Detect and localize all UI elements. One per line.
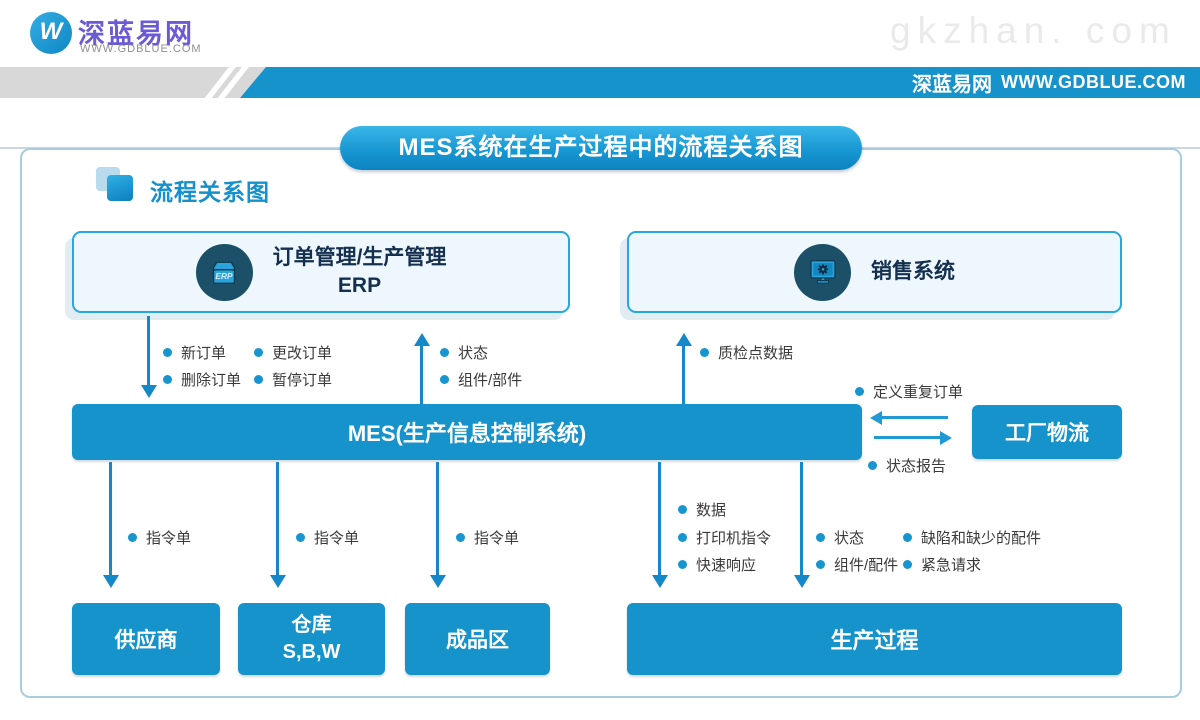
edge-label-text: 数据 xyxy=(696,502,727,519)
edge-label-text: 删除订单 xyxy=(181,372,242,389)
edge-label: 快速响应 xyxy=(678,554,756,575)
edge-label: 组件/配件 xyxy=(816,554,898,575)
gdblue-logo-icon: W xyxy=(30,12,72,54)
bullet-icon xyxy=(678,560,687,569)
edge-label: 紧急请求 xyxy=(903,554,981,575)
edge-label-text: 定义重复订单 xyxy=(873,384,964,401)
bullet-icon xyxy=(700,348,709,357)
arrow-mes-to-supplier xyxy=(109,462,112,575)
erp-canister-icon: ERP xyxy=(195,243,253,301)
bullet-icon xyxy=(456,533,465,542)
edge-label: 暂停订单 xyxy=(254,369,332,390)
edge-label-text: 指令单 xyxy=(314,530,360,547)
arrow-mes-to-production-data xyxy=(658,462,661,575)
node-erp-line2: ERP xyxy=(337,274,382,297)
arrow-mes-to-finished xyxy=(436,462,439,575)
edge-label: 定义重复订单 xyxy=(855,381,963,402)
node-warehouse-line1: 仓库 xyxy=(291,614,332,636)
arrow-mes-to-warehouse xyxy=(276,462,279,575)
logo-url: WWW.GDBLUE.COM xyxy=(80,43,202,55)
bullet-icon xyxy=(128,533,137,542)
edge-label: 删除订单 xyxy=(163,369,241,390)
header-band: 深蓝易网 WWW.GDBLUE.COM xyxy=(0,67,1200,98)
edge-label: 打印机指令 xyxy=(678,527,771,548)
bullet-icon xyxy=(163,375,172,384)
edge-label-text: 新订单 xyxy=(181,345,227,362)
logo-title: 深蓝易网 xyxy=(78,19,194,49)
edge-label: 更改订单 xyxy=(254,342,332,363)
monitor-gear-icon xyxy=(794,243,851,301)
edge-label-text: 指令单 xyxy=(146,530,192,547)
edge-label-text: 状态报告 xyxy=(886,458,947,475)
arrow-mes-to-erp xyxy=(420,346,423,404)
bullet-icon xyxy=(254,348,263,357)
bullet-icon xyxy=(816,560,825,569)
edge-label: 数据 xyxy=(678,499,726,520)
section-heading: 流程关系图 xyxy=(150,179,270,205)
bullet-icon xyxy=(816,533,825,542)
edge-label-text: 组件/部件 xyxy=(458,372,523,389)
edge-label: 状态 xyxy=(816,527,864,548)
node-warehouse: 仓库 S,B,W xyxy=(238,603,385,675)
node-erp-label: 订单管理/生产管理 ERP xyxy=(273,244,447,301)
edge-label-text: 暂停订单 xyxy=(272,372,333,389)
edge-label-text: 缺陷和缺少的配件 xyxy=(921,530,1042,547)
bullet-icon xyxy=(254,375,263,384)
edge-label-text: 组件/配件 xyxy=(834,557,899,574)
edge-label: 缺陷和缺少的配件 xyxy=(903,527,1041,548)
logo-monogram: W xyxy=(39,18,63,45)
arrow-mes-to-sales xyxy=(682,346,685,404)
node-factory-logistics: 工厂物流 xyxy=(972,405,1122,459)
bullet-icon xyxy=(296,533,305,542)
band-brand-url: WWW.GDBLUE.COM xyxy=(1001,72,1186,92)
bullet-icon xyxy=(903,560,912,569)
bullet-icon xyxy=(440,348,449,357)
band-brand-text: 深蓝易网 WWW.GDBLUE.COM xyxy=(912,67,1186,98)
arrow-logistics-to-mes xyxy=(882,416,948,419)
node-mes: MES(生产信息控制系统) xyxy=(72,404,862,460)
diagram-title-banner: MES系统在生产过程中的流程关系图 xyxy=(340,126,862,170)
edge-label: 指令单 xyxy=(296,527,359,548)
node-erp: ERP 订单管理/生产管理 ERP xyxy=(72,231,570,313)
arrow-erp-to-mes xyxy=(147,316,150,385)
bullet-icon xyxy=(678,505,687,514)
bullet-icon xyxy=(903,533,912,542)
node-erp-line1: 订单管理/生产管理 xyxy=(272,245,447,269)
bullet-icon xyxy=(868,461,877,470)
arrow-production-status xyxy=(800,462,803,575)
node-warehouse-line2: S,B,W xyxy=(282,641,341,663)
edge-label-text: 打印机指令 xyxy=(696,530,772,547)
edge-label: 指令单 xyxy=(128,527,191,548)
edge-label: 指令单 xyxy=(456,527,519,548)
edge-label: 状态 xyxy=(440,342,488,363)
bullet-icon xyxy=(440,375,449,384)
edge-label-text: 质检点数据 xyxy=(718,345,794,362)
edge-label-text: 紧急请求 xyxy=(921,557,982,574)
edge-label: 状态报告 xyxy=(868,455,946,476)
node-finished-goods: 成品区 xyxy=(405,603,550,675)
arrow-mes-to-logistics xyxy=(874,436,940,439)
edge-label-text: 指令单 xyxy=(474,530,520,547)
watermark: gkzhan. com xyxy=(890,10,1177,51)
node-supplier: 供应商 xyxy=(72,603,220,675)
edge-label-text: 更改订单 xyxy=(272,345,333,362)
header-band-blue xyxy=(240,67,1200,98)
bullet-icon xyxy=(163,348,172,357)
edge-label-text: 状态 xyxy=(458,345,489,362)
edge-label: 质检点数据 xyxy=(700,342,793,363)
node-sales-label: 销售系统 xyxy=(871,259,955,283)
node-sales: 销售系统 xyxy=(627,231,1122,313)
band-brand-name: 深蓝易网 xyxy=(912,74,993,96)
section-bullet-icon xyxy=(107,175,133,201)
bullet-icon xyxy=(855,387,864,396)
bullet-icon xyxy=(678,533,687,542)
edge-label: 组件/部件 xyxy=(440,369,522,390)
erp-icon-label: ERP xyxy=(215,271,233,281)
node-production-process: 生产过程 xyxy=(627,603,1122,675)
edge-label-text: 快速响应 xyxy=(696,557,757,574)
edge-label-text: 状态 xyxy=(834,530,865,547)
edge-label: 新订单 xyxy=(163,342,226,363)
